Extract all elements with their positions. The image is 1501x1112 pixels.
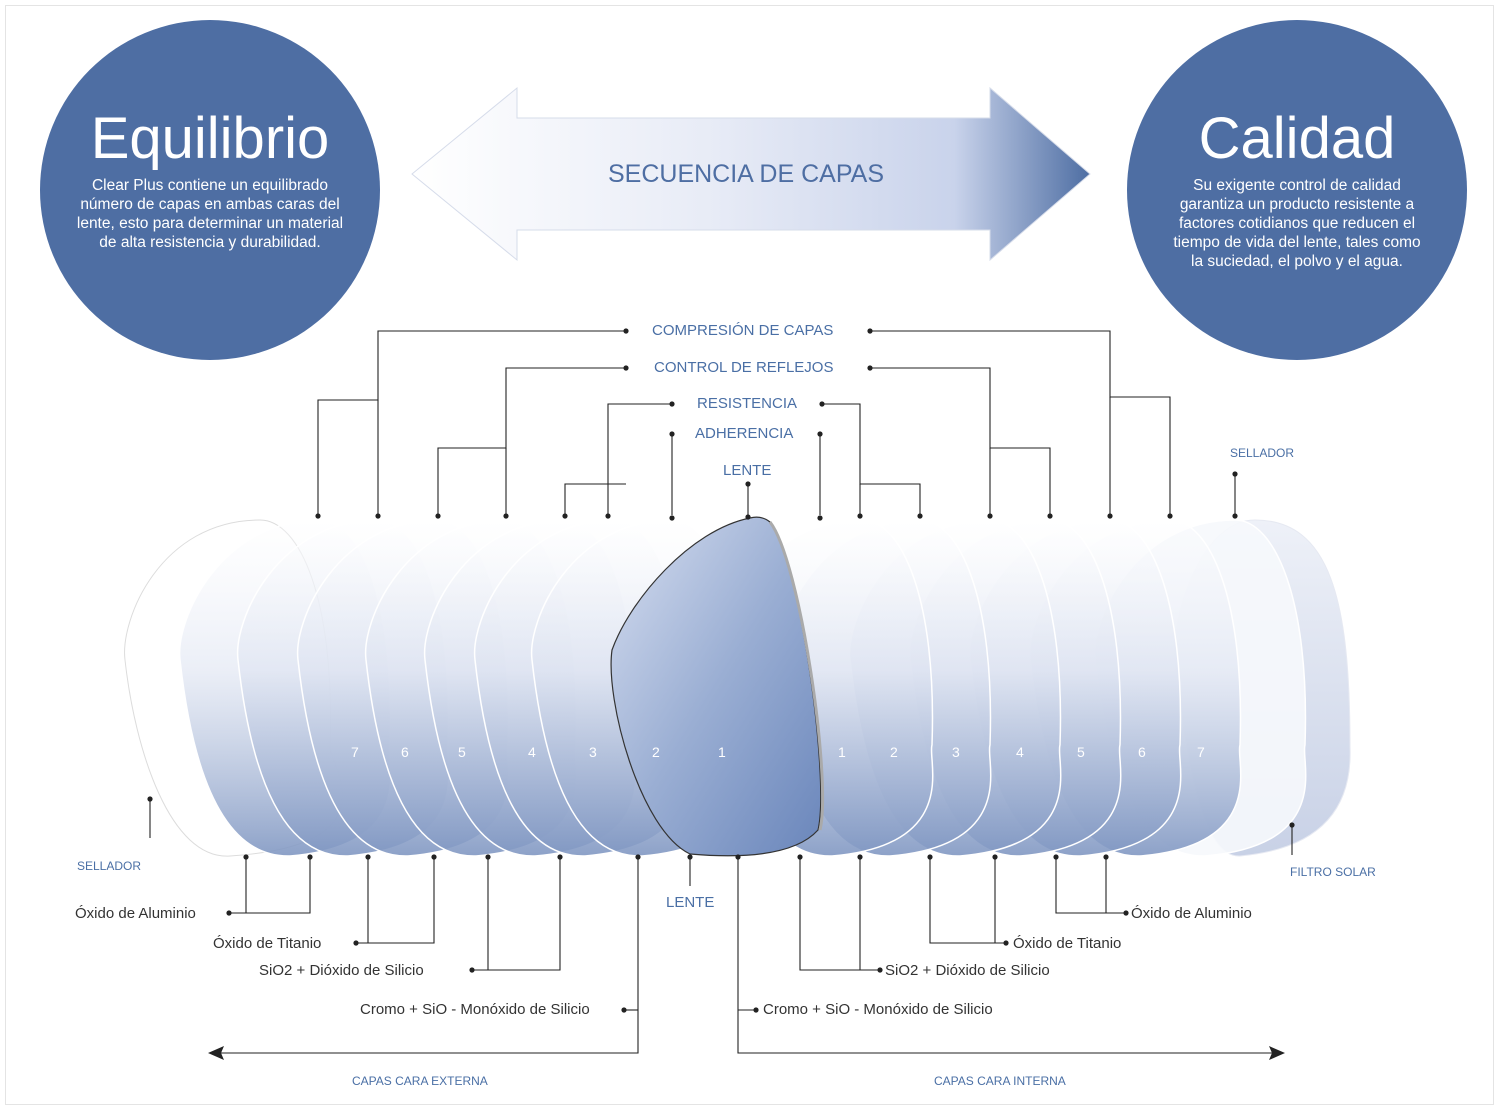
equilibrio-text: Clear Plus contiene un equilibrado númer… [76, 177, 344, 251]
layer-number-left-7: 7 [351, 744, 359, 760]
layer-number-right-2: 2 [890, 744, 898, 760]
sequence-double-arrow [411, 86, 1091, 262]
equilibrio-title: Equilibrio [90, 106, 330, 171]
label-compresion-capas: COMPRESIÓN DE CAPAS [652, 322, 834, 339]
central-lens-edge [768, 521, 825, 831]
label-left-cromo: Cromo + SiO - Monóxido de Silicio [360, 1001, 590, 1018]
layer-number-left-4: 4 [528, 744, 536, 760]
label-lente-top: LENTE [723, 462, 772, 479]
label-resistencia: RESISTENCIA [697, 395, 798, 412]
layer-number-right-7: 7 [1197, 744, 1205, 760]
equilibrio-circle: Equilibrio Clear Plus contiene un equili… [40, 20, 380, 360]
label-adherencia: ADHERENCIA [695, 425, 794, 442]
layer-number-right-1: 1 [838, 744, 846, 760]
arrowhead-interna [1269, 1046, 1285, 1060]
layer-number-right-4: 4 [1016, 744, 1024, 760]
label-lente-bottom: LENTE [666, 894, 715, 911]
connector-dots [147, 328, 1295, 1013]
arrowhead-externa [208, 1046, 224, 1060]
label-control-reflejos: CONTROL DE REFLEJOS [654, 359, 834, 376]
label-right-sio2: SiO2 + Dióxido de Silicio [885, 962, 1050, 979]
label-right-oxido-titanio: Óxido de Titanio [1013, 935, 1122, 952]
layer-number-right-3: 3 [952, 744, 960, 760]
label-left-sio2: SiO2 + Dióxido de Silicio [259, 962, 424, 979]
label-sellador-left: SELLADOR [77, 859, 142, 873]
label-right-cromo: Cromo + SiO - Monóxido de Silicio [763, 1001, 993, 1018]
label-right-oxido-aluminio: Óxido de Aluminio [1131, 905, 1252, 922]
calidad-title: Calidad [1198, 106, 1396, 171]
layer-number-right-5: 5 [1077, 744, 1085, 760]
layer-number-left-3: 3 [589, 744, 597, 760]
diagram-frame [5, 5, 1494, 1105]
connector-lines [149, 330, 1293, 1054]
layer-number-left-6: 6 [401, 744, 409, 760]
label-capas-cara-externa: CAPAS CARA EXTERNA [352, 1074, 488, 1088]
calidad-text: Su exigente control de calidad garantiza… [1173, 177, 1421, 270]
calidad-circle: Calidad Su exigente control de calidad g… [1127, 20, 1467, 360]
label-capas-cara-interna: CAPAS CARA INTERNA [934, 1074, 1066, 1088]
label-filtro-solar: FILTRO SOLAR [1290, 865, 1376, 879]
label-left-oxido-titanio: Óxido de Titanio [213, 935, 322, 952]
layer-number-right-6: 6 [1138, 744, 1146, 760]
sequence-label: SECUENCIA DE CAPAS [608, 160, 885, 188]
layer-number-left-1: 1 [718, 744, 726, 760]
label-sellador-right: SELLADOR [1230, 446, 1295, 460]
label-left-oxido-aluminio: Óxido de Aluminio [75, 905, 196, 922]
layer-number-left-2: 2 [652, 744, 660, 760]
layer-number-left-5: 5 [458, 744, 466, 760]
